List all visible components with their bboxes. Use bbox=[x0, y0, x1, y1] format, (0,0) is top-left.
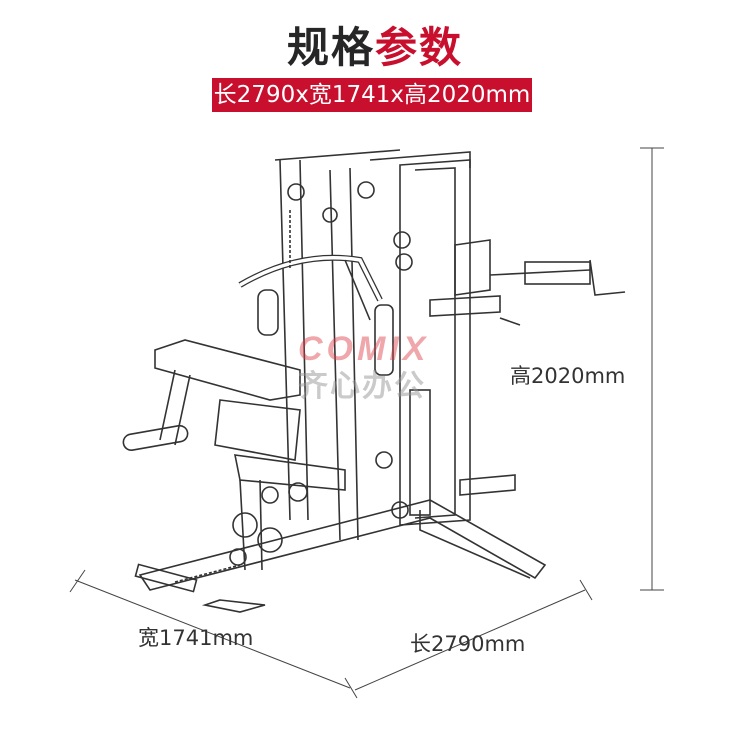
width-dimension-line bbox=[69, 569, 358, 699]
press-arms bbox=[238, 254, 394, 376]
pulleys bbox=[229, 181, 413, 566]
chains bbox=[174, 210, 291, 583]
dip-station bbox=[429, 239, 626, 496]
length-label: 长2790mm bbox=[410, 632, 526, 656]
title-part-1: 规格 bbox=[286, 23, 375, 72]
height-dimension-line bbox=[640, 147, 664, 591]
width-label: 宽1741mm bbox=[138, 626, 254, 650]
length-dimension-line bbox=[354, 579, 593, 691]
base-frame bbox=[134, 499, 547, 593]
weight-tower bbox=[274, 149, 471, 541]
bench bbox=[122, 339, 346, 571]
foot-plate bbox=[201, 599, 266, 613]
title-part-2: 参数 bbox=[375, 23, 464, 72]
height-label: 高2020mm bbox=[510, 364, 626, 388]
spec-summary-bar: 长2790x宽1741x高2020mm bbox=[212, 78, 532, 112]
page-title: 规格参数 bbox=[0, 14, 750, 75]
